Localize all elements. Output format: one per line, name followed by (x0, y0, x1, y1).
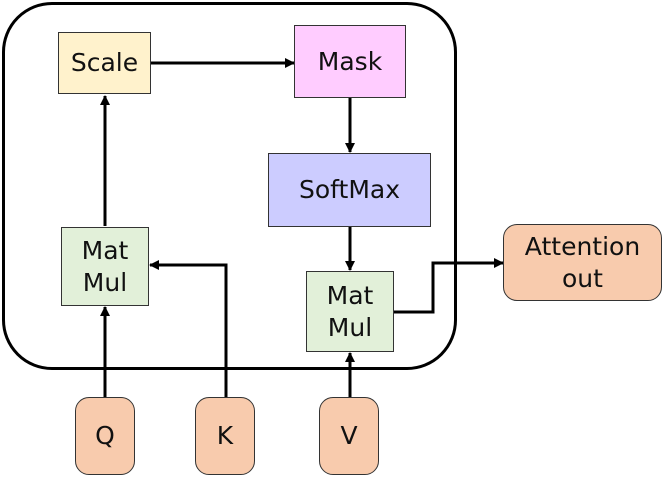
mask-label: Mask (317, 46, 383, 76)
softmax-label: SoftMax (298, 175, 400, 204)
matmul-left-label: Mat Mul (81, 235, 129, 297)
attention-out-label: Attention out (524, 231, 641, 293)
softmax-node: SoftMax (268, 153, 431, 227)
attention-block-frame (2, 2, 457, 370)
v-label: V (340, 421, 358, 450)
k-input-node: K (195, 397, 255, 475)
matmul-right-label: Mat Mul (326, 280, 374, 342)
scale-label: Scale (70, 48, 139, 77)
scale-node: Scale (58, 32, 151, 94)
v-input-node: V (319, 397, 379, 475)
q-label: Q (95, 421, 115, 450)
q-input-node: Q (75, 397, 135, 475)
matmul-right-node: Mat Mul (306, 271, 394, 352)
matmul-left-node: Mat Mul (61, 227, 149, 306)
attention-out-node: Attention out (503, 224, 662, 301)
arrow-k-to-matmul-left (149, 260, 228, 397)
k-label: K (216, 421, 234, 450)
arrow-matmul-right-to-output (394, 258, 504, 314)
mask-node: Mask (294, 25, 406, 98)
